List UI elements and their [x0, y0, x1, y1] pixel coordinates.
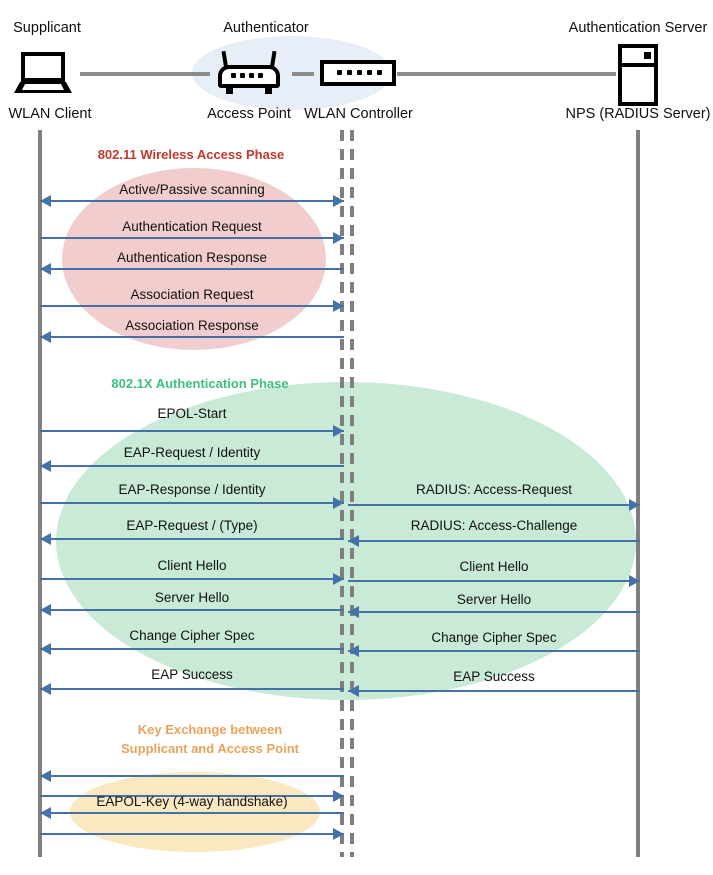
lifeline-authenticator-b	[350, 130, 354, 857]
message-label: Authentication Response	[116, 250, 268, 265]
message-label: Change Cipher Spec	[129, 628, 255, 643]
phase-label-wireless-access: 802.11 Wireless Access Phase	[97, 147, 285, 162]
actor-role-authenticator: Authenticator	[223, 20, 309, 36]
message-label: EAP Success	[151, 667, 233, 682]
message-label: EAP Success	[453, 669, 535, 684]
lifeline-auth-server	[636, 130, 640, 857]
wire-client-to-ap	[80, 72, 210, 76]
message-label: Server Hello	[456, 592, 532, 607]
message-label: RADIUS: Access-Request	[415, 482, 573, 497]
message-label: Client Hello	[459, 559, 529, 574]
phase-label-dot1x: 802.1X Authentication Phase	[111, 376, 289, 391]
phase-label-key-exchange-line1: Key Exchange between	[137, 722, 283, 737]
message-label: EAP-Request / (Type)	[126, 518, 258, 533]
message-label: Change Cipher Spec	[431, 630, 557, 645]
actor-device-access-point: Access Point	[207, 106, 291, 122]
server-icon	[618, 44, 658, 106]
phase-label-key-exchange-line2: Supplicant and Access Point	[121, 741, 299, 756]
message-label: Client Hello	[157, 558, 227, 573]
wire-ap-to-ctrl	[292, 72, 314, 76]
message-label: Authentication Request	[122, 219, 262, 234]
message-label: RADIUS: Access-Challenge	[410, 518, 578, 533]
actor-role-auth-server: Authentication Server	[568, 20, 708, 36]
message-label: Active/Passive scanning	[119, 182, 265, 197]
phase-blob-wireless-access	[62, 168, 326, 350]
wlan-controller-icon	[320, 60, 396, 86]
actor-device-wlan-client: WLAN Client	[8, 106, 92, 122]
message-label: EAP-Request / Identity	[123, 445, 261, 460]
message-label-eapol-key: EAPOL-Key (4-way handshake)	[96, 794, 288, 809]
lifeline-supplicant	[38, 130, 42, 857]
message-label: EPOL-Start	[157, 406, 227, 421]
message-label: Association Request	[130, 287, 254, 302]
message-label: Server Hello	[154, 590, 230, 605]
access-point-icon	[218, 50, 280, 95]
message-label: Association Response	[125, 318, 259, 333]
actor-device-wlan-controller: WLAN Controller	[304, 106, 413, 122]
actor-device-nps: NPS (RADIUS Server)	[565, 106, 711, 122]
laptop-icon	[14, 52, 72, 94]
message-label: EAP-Response / Identity	[118, 482, 266, 497]
lifeline-authenticator-a	[340, 130, 344, 857]
wire-ctrl-to-nps	[397, 72, 616, 76]
actor-role-supplicant: Supplicant	[13, 20, 81, 36]
